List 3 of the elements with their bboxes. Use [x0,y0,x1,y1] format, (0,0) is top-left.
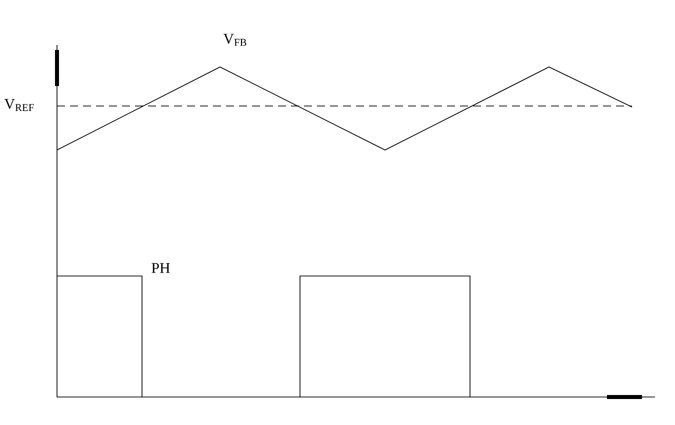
signal-label: V$_{REF}$ [4,99,34,111]
signal-label: PH [152,263,170,273]
signal-label: V$_{FB}$ [223,34,246,46]
